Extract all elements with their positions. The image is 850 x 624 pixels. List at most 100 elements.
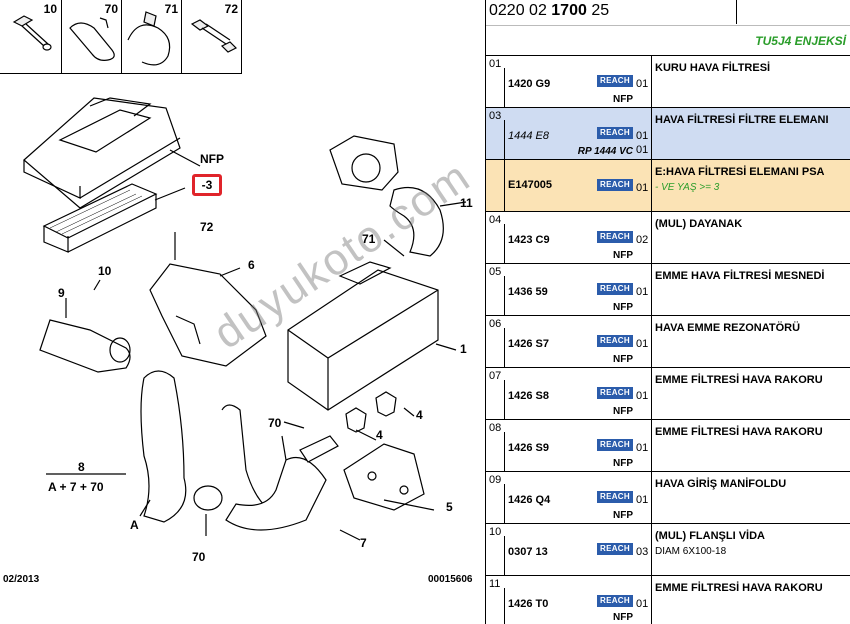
callout-9[interactable]: 9 [58,286,65,300]
parts-table: 0220 02 1700 25 TU5J4 ENJEKSİ 01 1420 G9… [485,0,850,624]
quantity: 01 [636,130,649,142]
callout-5[interactable]: 5 [446,500,453,514]
part-number[interactable]: 1444 E8 [508,130,549,142]
reach-badge: REACH [597,75,633,87]
part-description: EMME FİLTRESİ HAVA RAKORU [655,582,823,594]
part-description: EMME FİLTRESİ HAVA RAKORU [655,426,823,438]
row-index: 08 [489,422,502,434]
callout-nfp: NFP [200,152,224,166]
kit-label: 70 [104,2,118,16]
table-row[interactable]: 08 1426 S9 REACH 01 NFP EMME FİLTRESİ HA… [486,420,850,472]
quantity: 01 [636,494,649,506]
table-row-highlighted[interactable]: 03 1444 E8 REACH 01 01 RP 1444 VC HAVA F… [486,108,850,160]
hose-clip-icon [69,17,115,61]
part-number[interactable]: 1426 Q4 [508,494,551,506]
callout-4[interactable]: 4 [416,408,423,422]
part-description: (MUL) DAYANAK [655,218,743,230]
kit-cell-71[interactable]: 71 [121,0,181,74]
air-duct-7 [221,404,327,531]
callout-8-contents: A + 7 + 70 [48,480,104,494]
part-number[interactable]: 1426 S9 [508,442,549,454]
quantity: 01 [636,442,649,454]
kit-cell-72[interactable]: 72 [181,0,241,74]
part-note: NFP [613,94,633,105]
filter-element [42,183,158,253]
diagram-drawing [12,11,467,541]
callout-70[interactable]: 70 [192,550,206,564]
rubber-sleeve [299,435,339,463]
reach-badge: REACH [597,283,633,295]
reference-number: 0220 02 1700 25 [489,2,610,19]
engine-row: TU5J4 ENJEKSİ [486,26,850,56]
part-description: HAVA GİRİŞ MANİFOLDU [655,478,787,490]
row-index: 11 [489,578,501,590]
reach-badge: REACH [597,127,633,139]
table-row[interactable]: 11 1426 T0 REACH 01 NFP EMME FİLTRESİ HA… [486,576,850,624]
throttle-body [329,135,399,191]
part-number[interactable]: 1426 S8 [508,390,549,402]
table-row[interactable]: 06 1426 S7 REACH 01 NFP HAVA EMME REZONA… [486,316,850,368]
part-description: EMME HAVA FİLTRESİ MESNEDİ [655,270,825,282]
row-index: 06 [489,318,502,330]
row-index: 07 [489,370,502,382]
part-description: E:HAVA FİLTRESİ ELEMANI PSA [655,166,825,178]
hose-clamp-icon [127,11,171,66]
part-note: NFP [613,250,633,261]
table-row-highlighted[interactable]: E147005 REACH 01 E:HAVA FİLTRESİ ELEMANI… [486,160,850,212]
part-spec: DIAM 6X100-18 [655,546,727,557]
callout-8[interactable]: 8 [78,460,85,474]
part-number[interactable]: E147005 [508,179,553,191]
filter-box-lid [23,97,181,209]
kit-cell-10[interactable]: 10 [0,0,60,74]
part-number[interactable]: 1436 59 [508,286,548,298]
part-number[interactable]: 1426 T0 [508,598,549,610]
quantity: 01 [636,144,649,156]
table-row[interactable]: 01 1420 G9 REACH 01 NFP KURU HAVA FİLTRE… [486,56,850,108]
row-index: 05 [489,266,502,278]
callout-10[interactable]: 10 [98,264,112,278]
filter-box [287,261,439,411]
air-elbow [39,319,131,373]
part-note: NFP [613,510,633,521]
part-number[interactable]: 1423 C9 [508,234,550,246]
callout-70[interactable]: 70 [268,416,282,430]
reach-badge: REACH [597,595,633,607]
row-index: 10 [489,526,502,538]
callout-a[interactable]: A [130,518,139,532]
part-note: NFP [613,354,633,365]
quantity: 02 [636,234,649,246]
part-note: NFP [613,458,633,469]
screw-icon [190,19,238,53]
quantity: 03 [636,546,649,558]
part-number[interactable]: 0307 13 [508,546,548,558]
callout-4[interactable]: 4 [376,428,383,442]
callout-6[interactable]: 6 [248,258,255,272]
quantity: 01 [636,390,649,402]
callout-11[interactable]: 11 [460,196,473,210]
part-note: NFP [613,302,633,313]
table-row[interactable]: 04 1423 C9 REACH 02 NFP (MUL) DAYANAK [486,212,850,264]
part-condition: - VE YAŞ >= 3 [655,182,720,193]
row-index: 03 [489,110,502,122]
callout-3-highlighted[interactable]: -3 [192,174,222,196]
table-row[interactable]: 09 1426 Q4 REACH 01 NFP HAVA GİRİŞ MANİF… [486,472,850,524]
part-number[interactable]: 1426 S7 [508,338,549,350]
table-row[interactable]: 05 1436 59 REACH 01 NFP EMME HAVA FİLTRE… [486,264,850,316]
table-row[interactable]: 07 1426 S8 REACH 01 NFP EMME FİLTRESİ HA… [486,368,850,420]
callout-72[interactable]: 72 [200,220,214,234]
bolt-icon [12,15,52,51]
kit-cell-70[interactable]: 70 [61,0,121,74]
part-number[interactable]: 1420 G9 [508,78,551,90]
exploded-diagram: 10 70 71 72 NFP -3 72 6 10 9 11 71 1 4 7… [0,0,473,585]
part-note: NFP [613,612,633,623]
quantity: 01 [636,78,649,90]
table-row[interactable]: 10 0307 13 REACH 03 (MUL) FLANŞLI VİDA D… [486,524,850,576]
callout-1[interactable]: 1 [460,342,467,356]
reach-badge: REACH [597,439,633,451]
callout-7[interactable]: 7 [360,536,367,550]
air-duct-a [140,370,223,523]
part-description: (MUL) FLANŞLI VİDA [655,530,765,542]
callout-71[interactable]: 71 [362,232,376,246]
kit-label: 10 [43,2,57,16]
engine-label: TU5J4 ENJEKSİ [755,34,846,48]
